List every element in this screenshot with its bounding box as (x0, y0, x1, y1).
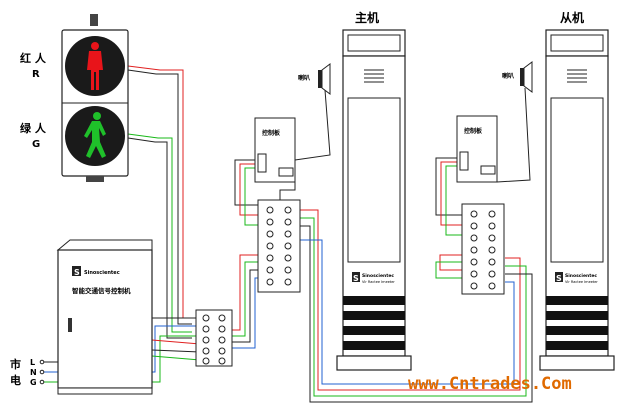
slave-speaker-label: 喇叭 (502, 72, 514, 80)
cabinet-terminal-block (195, 309, 233, 367)
wire-cb-slave-2 (440, 161, 462, 226)
wire-m-red-a (232, 254, 262, 331)
svg-text:S: S (353, 274, 359, 283)
wire-m-black-a (232, 269, 262, 343)
slave-brand: Sinoscientec (565, 273, 597, 279)
cabinet-logo-icon: S (72, 266, 81, 277)
slave-vent-icon (567, 69, 587, 83)
watermark-text: www.Cntrades.Com (408, 374, 572, 394)
master-terminal-screws (266, 206, 292, 286)
master-cb-connector-2 (278, 167, 294, 177)
master-sub: Vlr Ractee Imeeter (362, 280, 395, 284)
master-title: 主机 (355, 10, 379, 25)
wire-cab-2 (151, 349, 201, 353)
master-stripes (343, 296, 405, 350)
master-terminal-frame (257, 199, 301, 293)
wire-speaker-slave (496, 87, 531, 183)
wire-cab-3 (151, 355, 201, 361)
wire-s-green-loop (435, 261, 462, 279)
terminal-screws (202, 314, 226, 365)
mains-label-1: 市 (10, 357, 21, 371)
slave-control-board-label: 控制板 (464, 127, 483, 135)
slave-stripes (546, 296, 608, 350)
wire-cab-1 (151, 339, 201, 345)
master-control-board: 控制板 (254, 117, 296, 183)
wires (44, 65, 533, 403)
mains-G: G (30, 378, 37, 387)
wire-ms-green (300, 217, 527, 397)
mains-L-terminal (39, 359, 45, 365)
master-base (336, 355, 412, 371)
light-base (86, 176, 104, 182)
svg-text:S: S (74, 268, 80, 277)
slave-terminal-screws (470, 210, 496, 290)
wire-green-light (127, 133, 192, 333)
wire-cb-master-2 (239, 163, 262, 216)
master-display (347, 34, 401, 52)
slave-control-board: 控制板 (456, 115, 498, 183)
slave-logo-icon: S (555, 272, 563, 283)
master-vent-icon (364, 69, 384, 83)
wire-speaker-master (294, 89, 331, 161)
cabinet-handle (68, 318, 72, 332)
pedestrian-traffic-light (61, 14, 129, 182)
cabinet-roof (56, 239, 153, 251)
light-hook (90, 14, 98, 26)
master-speaker-icon (318, 63, 331, 95)
slave-base (539, 355, 615, 371)
slave-terminal-frame (461, 203, 505, 295)
mains-N: N (30, 368, 37, 377)
green-label: 绿 人 (20, 121, 47, 135)
wire-black-light-2 (127, 137, 192, 339)
master-unit: 主机 S Sinoscientec Vlr Ractee Imeeter (336, 10, 412, 371)
slave-cb-connector-2 (480, 165, 496, 175)
cabinet-base (57, 387, 153, 395)
wire-cb-slave-3 (445, 165, 462, 236)
slave-panel (550, 97, 604, 263)
wire-black-light (127, 69, 192, 325)
slave-display (550, 34, 604, 52)
slave-speaker-icon (520, 61, 533, 93)
green-code: G (32, 139, 40, 150)
mains-L: L (30, 358, 35, 367)
terminal-block-frame (195, 309, 233, 367)
slave-cb-connector-1 (459, 151, 469, 171)
master-terminal-block (257, 199, 301, 293)
cabinet-title: 智能交通信号控制机 (72, 286, 131, 295)
wire-cb-master-1 (234, 159, 262, 206)
mains-N-terminal (39, 369, 45, 375)
signal-control-cabinet: S Sinoscientec 智能交通信号控制机 (56, 239, 153, 395)
mains-label-2: 电 (10, 373, 21, 387)
master-cb-connector-1 (257, 153, 267, 173)
master-panel (347, 97, 401, 263)
slave-control-board-frame (456, 115, 498, 183)
red-man-icon (87, 42, 103, 90)
wire-ms-black (300, 225, 533, 403)
mains-G-terminal (39, 379, 45, 385)
master-logo-icon: S (352, 272, 360, 283)
slave-title: 从机 (560, 10, 584, 25)
green-man-icon (84, 112, 106, 158)
wire-cb-master-3 (244, 167, 262, 226)
slave-sub: Vlr Ractee Imeeter (565, 280, 598, 284)
slave-terminal-block (461, 203, 505, 295)
red-label: 红 人 (20, 51, 47, 65)
master-brand: Sinoscientec (362, 273, 394, 279)
svg-text:S: S (556, 274, 562, 283)
red-code: R (32, 69, 40, 80)
wire-ms-red (300, 209, 521, 391)
slave-unit: 从机 S Sinoscientec Vlr Ractee Imeeter (539, 10, 615, 371)
wire-ms-blue (300, 239, 515, 385)
wire-cb-slave-1 (435, 157, 462, 216)
master-speaker-label: 喇叭 (298, 74, 310, 82)
master-control-board-label: 控制板 (262, 129, 281, 137)
wire-m-green-a (232, 261, 262, 337)
cabinet-brand: Sinoscientec (84, 270, 120, 276)
